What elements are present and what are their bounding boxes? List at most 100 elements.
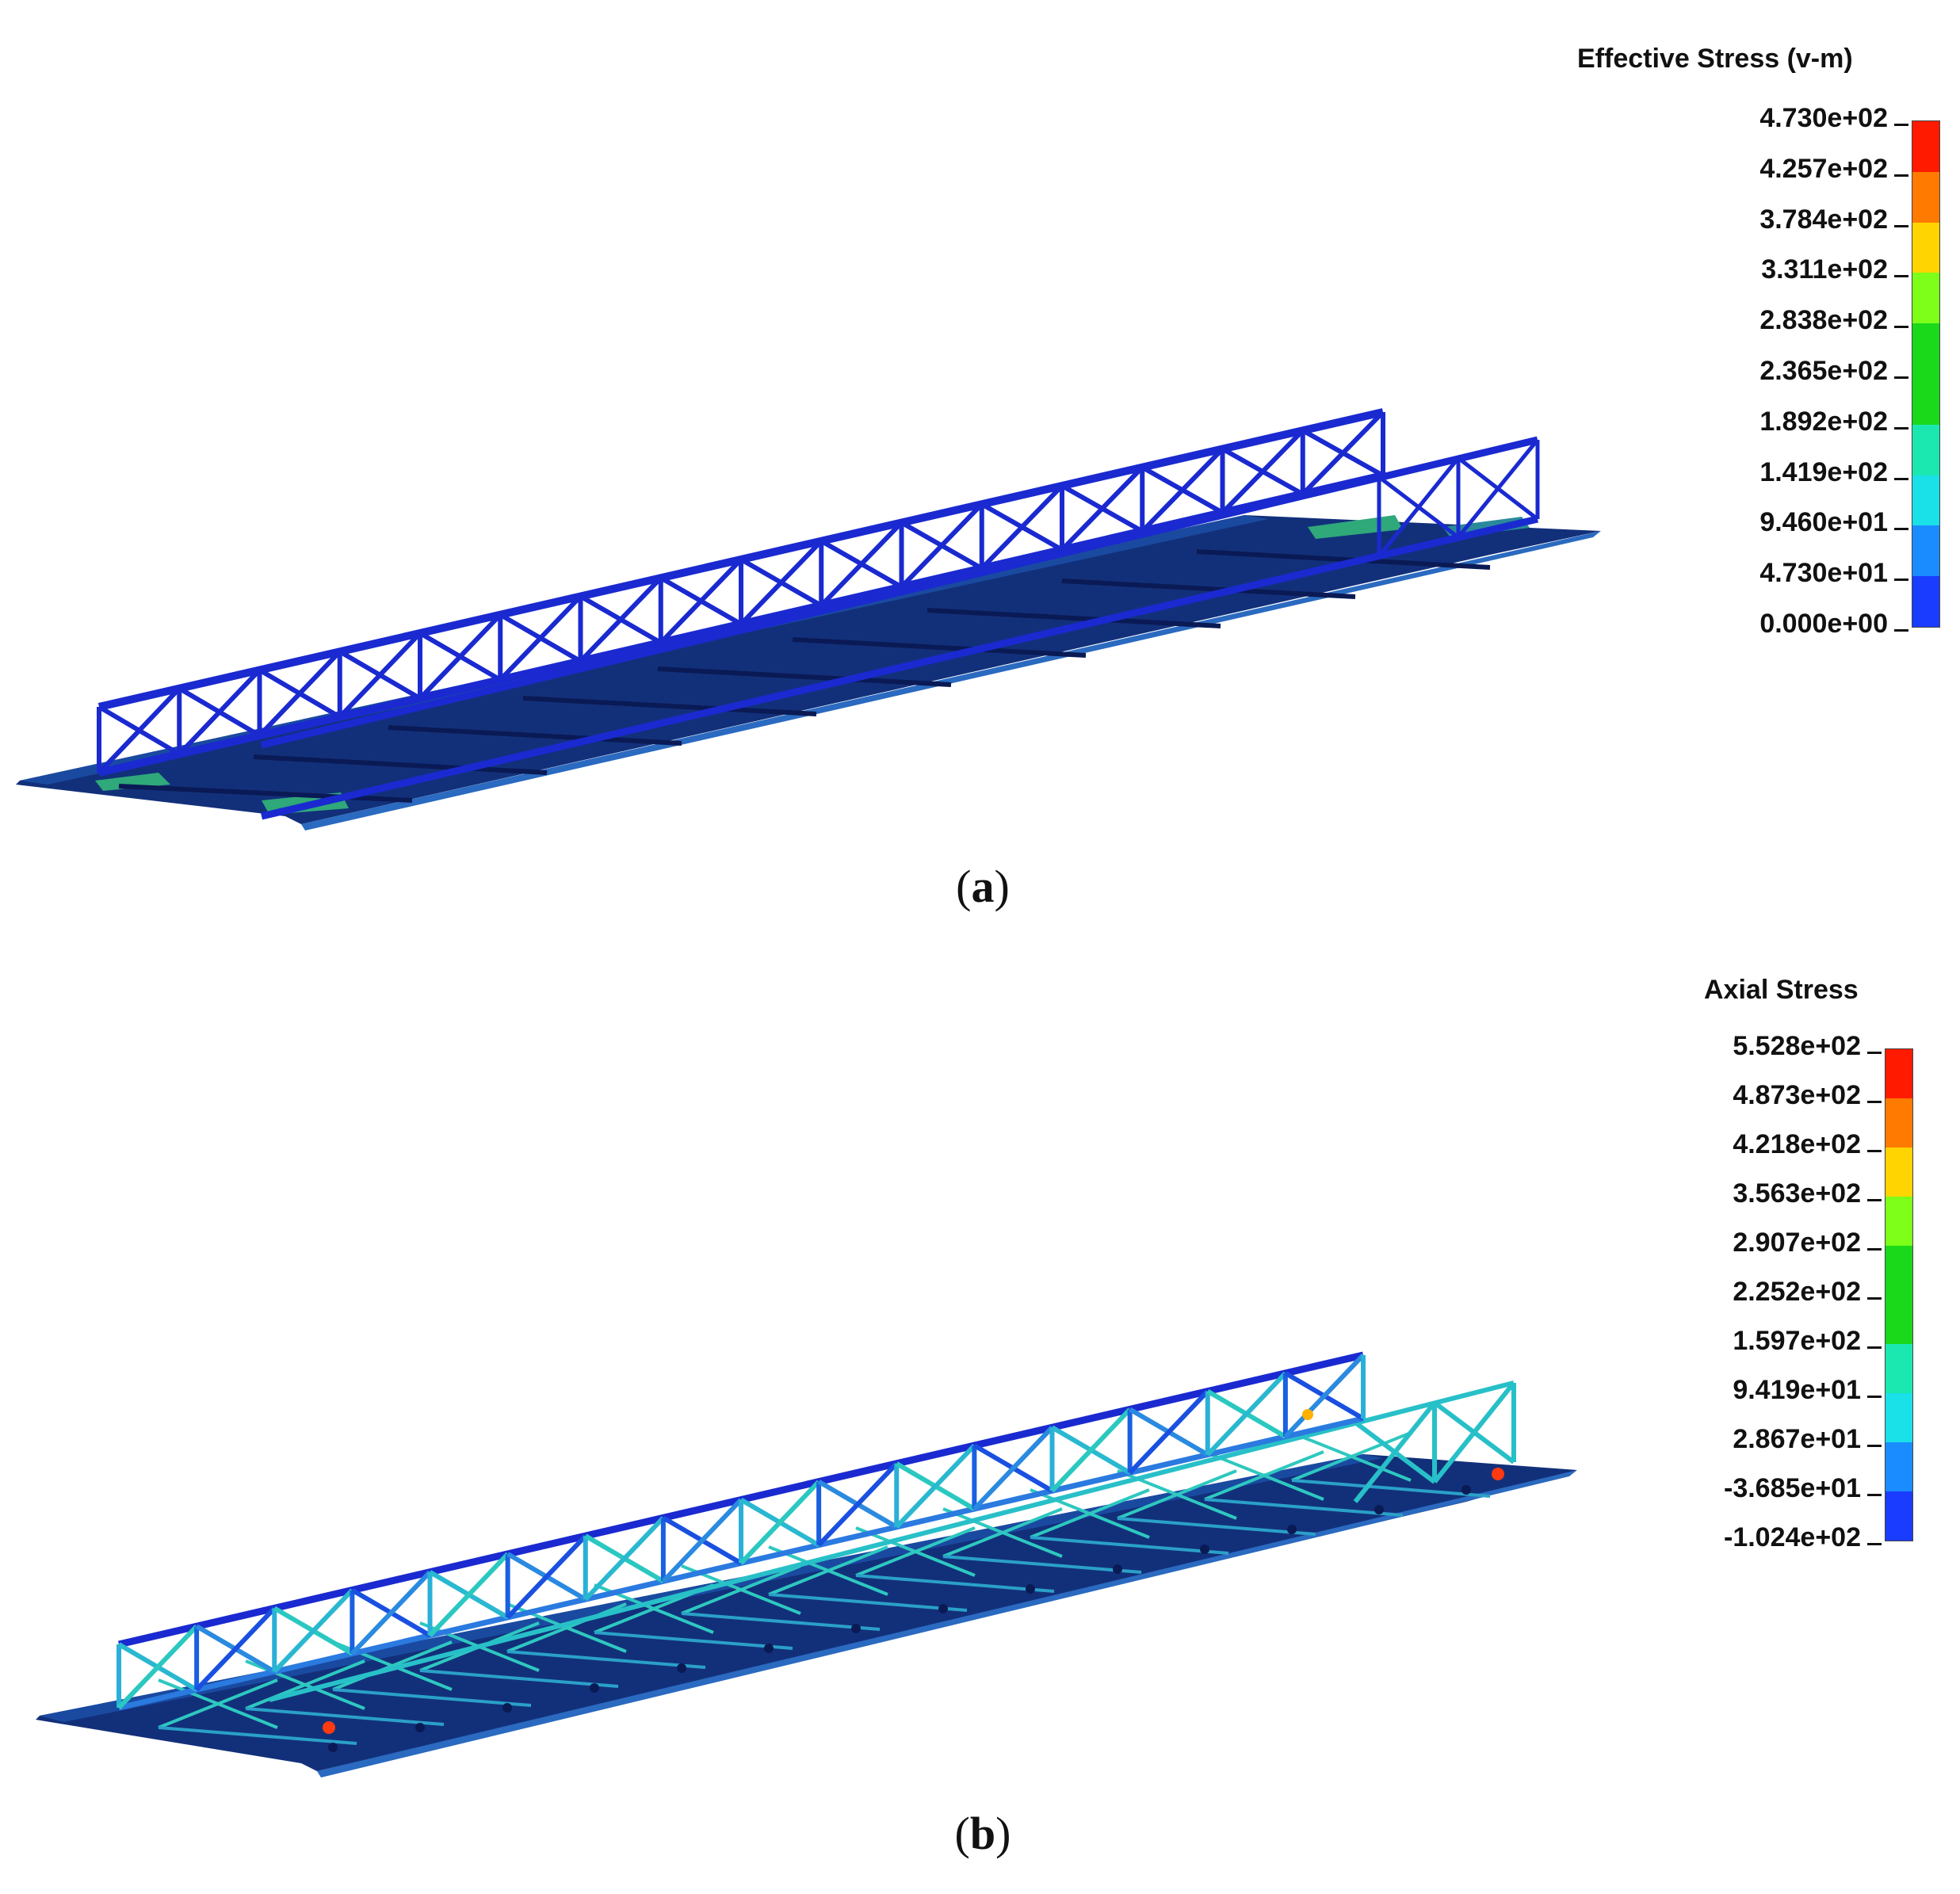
legend-tick-mark bbox=[1867, 1101, 1882, 1103]
truss-member bbox=[583, 1516, 666, 1602]
legend-tick-label: 4.730e+02 bbox=[1759, 103, 1888, 133]
legend-tick-mark bbox=[1894, 426, 1908, 430]
legend-tick-label: 4.730e+01 bbox=[1759, 558, 1888, 589]
caption-b: (b) bbox=[954, 1808, 1011, 1859]
legend-tick-label: -1.024e+02 bbox=[1724, 1522, 1861, 1552]
truss-member bbox=[1204, 1498, 1404, 1517]
truss-member bbox=[332, 1688, 532, 1707]
legend-tick-label: 2.907e+02 bbox=[1733, 1228, 1861, 1258]
colorbar-segment bbox=[1885, 1147, 1912, 1197]
legend-tick-mark bbox=[1867, 1150, 1882, 1152]
panel-b: Axial Stress 5.528e+02 4.873e+02 4.218e+02… bbox=[0, 947, 1960, 1894]
legend-tick-mark bbox=[1894, 579, 1908, 582]
truss-member bbox=[579, 576, 663, 663]
truss-member bbox=[194, 1606, 277, 1692]
truss-member bbox=[1221, 429, 1305, 514]
truss-member bbox=[273, 1588, 354, 1674]
legend-tick-label: 1.419e+02 bbox=[1759, 456, 1888, 487]
truss-member bbox=[428, 1552, 510, 1637]
legend-tick-mark bbox=[1867, 1248, 1882, 1251]
colorbar-segment bbox=[1885, 1098, 1912, 1147]
legend-tick-label: 9.419e+01 bbox=[1733, 1375, 1861, 1405]
truss-member bbox=[158, 1678, 278, 1729]
truss-member bbox=[1117, 1517, 1316, 1536]
node-dot bbox=[1374, 1505, 1384, 1514]
legend-title: Effective Stress (v-m) bbox=[1577, 44, 1853, 74]
truss-member bbox=[258, 650, 342, 738]
legend-tick-label: 4.218e+02 bbox=[1733, 1129, 1861, 1159]
truss-member bbox=[681, 1612, 881, 1631]
truss-member bbox=[816, 1461, 899, 1547]
truss-member bbox=[820, 521, 904, 608]
truss-member bbox=[245, 1707, 445, 1726]
colorbar-segment bbox=[1912, 576, 1939, 627]
truss-member bbox=[117, 1625, 199, 1710]
legend-tick-mark bbox=[1894, 174, 1908, 177]
colorbar-segment bbox=[1885, 1197, 1912, 1246]
legend-tick-label: 2.838e+02 bbox=[1759, 305, 1888, 336]
colorbar-segment bbox=[1885, 1344, 1912, 1393]
truss-member bbox=[980, 483, 1064, 571]
colorbar bbox=[1912, 120, 1940, 628]
truss-member bbox=[419, 1669, 619, 1688]
colorbar-segment bbox=[1885, 1049, 1912, 1098]
legend-tick-label: 0.000e+00 bbox=[1759, 609, 1888, 639]
truss-member bbox=[158, 1726, 357, 1745]
legend-tick-mark bbox=[1867, 1346, 1882, 1349]
truss-member bbox=[506, 1534, 587, 1620]
colorbar-segment bbox=[1885, 1491, 1912, 1541]
colorbar-segment bbox=[1885, 1393, 1912, 1442]
legend-tick-label: 3.311e+02 bbox=[1761, 254, 1888, 285]
legend-tick-label: 3.563e+02 bbox=[1733, 1178, 1861, 1209]
truss-member bbox=[97, 686, 181, 775]
legend-tick-mark bbox=[1894, 326, 1908, 329]
legend-tick-mark bbox=[1867, 1052, 1882, 1054]
legend-tick-mark bbox=[1894, 528, 1908, 531]
colorbar-segment bbox=[1885, 1442, 1912, 1491]
colorbar-segment bbox=[1912, 373, 1939, 425]
bridge-model-effective-stress bbox=[16, 408, 1601, 831]
node-dot bbox=[1461, 1485, 1471, 1495]
legend-tick-label: 9.460e+01 bbox=[1759, 507, 1888, 538]
truss-member bbox=[855, 1574, 1055, 1593]
node-dot bbox=[415, 1723, 425, 1732]
node-dot bbox=[1026, 1584, 1035, 1594]
truss-member bbox=[499, 594, 583, 682]
legend-tick-label: 4.257e+02 bbox=[1759, 153, 1888, 184]
legend-tick-mark bbox=[1867, 1199, 1882, 1201]
truss-member bbox=[1030, 1488, 1150, 1539]
truss-member bbox=[1291, 1431, 1412, 1482]
legend-tick-label: 3.784e+02 bbox=[1759, 204, 1888, 235]
truss-member bbox=[338, 631, 422, 719]
truss-member bbox=[178, 668, 262, 756]
node-dot bbox=[851, 1624, 861, 1633]
colorbar-segment bbox=[1912, 323, 1939, 374]
truss-member bbox=[855, 1526, 976, 1577]
legend-tick-label: 5.528e+02 bbox=[1733, 1031, 1861, 1061]
node-dot bbox=[1200, 1545, 1209, 1554]
legend-tick-label: -3.685e+01 bbox=[1724, 1473, 1861, 1503]
truss-member bbox=[1050, 1407, 1132, 1493]
colorbar-segment bbox=[1912, 222, 1939, 273]
legend-tick-label: 2.867e+01 bbox=[1733, 1424, 1861, 1454]
legend-tick-mark bbox=[1867, 1396, 1882, 1398]
node-dot bbox=[677, 1663, 686, 1673]
legend-tick-mark bbox=[1867, 1494, 1882, 1496]
truss-member bbox=[1205, 1371, 1288, 1457]
node-dot bbox=[502, 1703, 512, 1713]
truss-member bbox=[594, 1631, 793, 1650]
colorbar-segment bbox=[1912, 171, 1939, 223]
node-dot bbox=[1113, 1564, 1122, 1574]
truss-member bbox=[1060, 465, 1144, 552]
legend-tick-label: 1.597e+02 bbox=[1733, 1326, 1861, 1356]
legend-tick-mark bbox=[1894, 275, 1908, 278]
panel-a: Effective Stress (v-m) 4.730e+02 4.257e+0… bbox=[16, 44, 1940, 912]
colorbar-segment bbox=[1885, 1246, 1912, 1295]
legend-title: Axial Stress bbox=[1704, 975, 1859, 1005]
node-dot bbox=[328, 1743, 338, 1752]
legend-tick-mark bbox=[1894, 224, 1908, 227]
legend-tick-label: 2.252e+02 bbox=[1733, 1277, 1861, 1307]
legend-tick-mark bbox=[1894, 477, 1908, 480]
legend-tick-label: 4.873e+02 bbox=[1733, 1080, 1861, 1110]
colorbar-segment bbox=[1912, 525, 1939, 577]
